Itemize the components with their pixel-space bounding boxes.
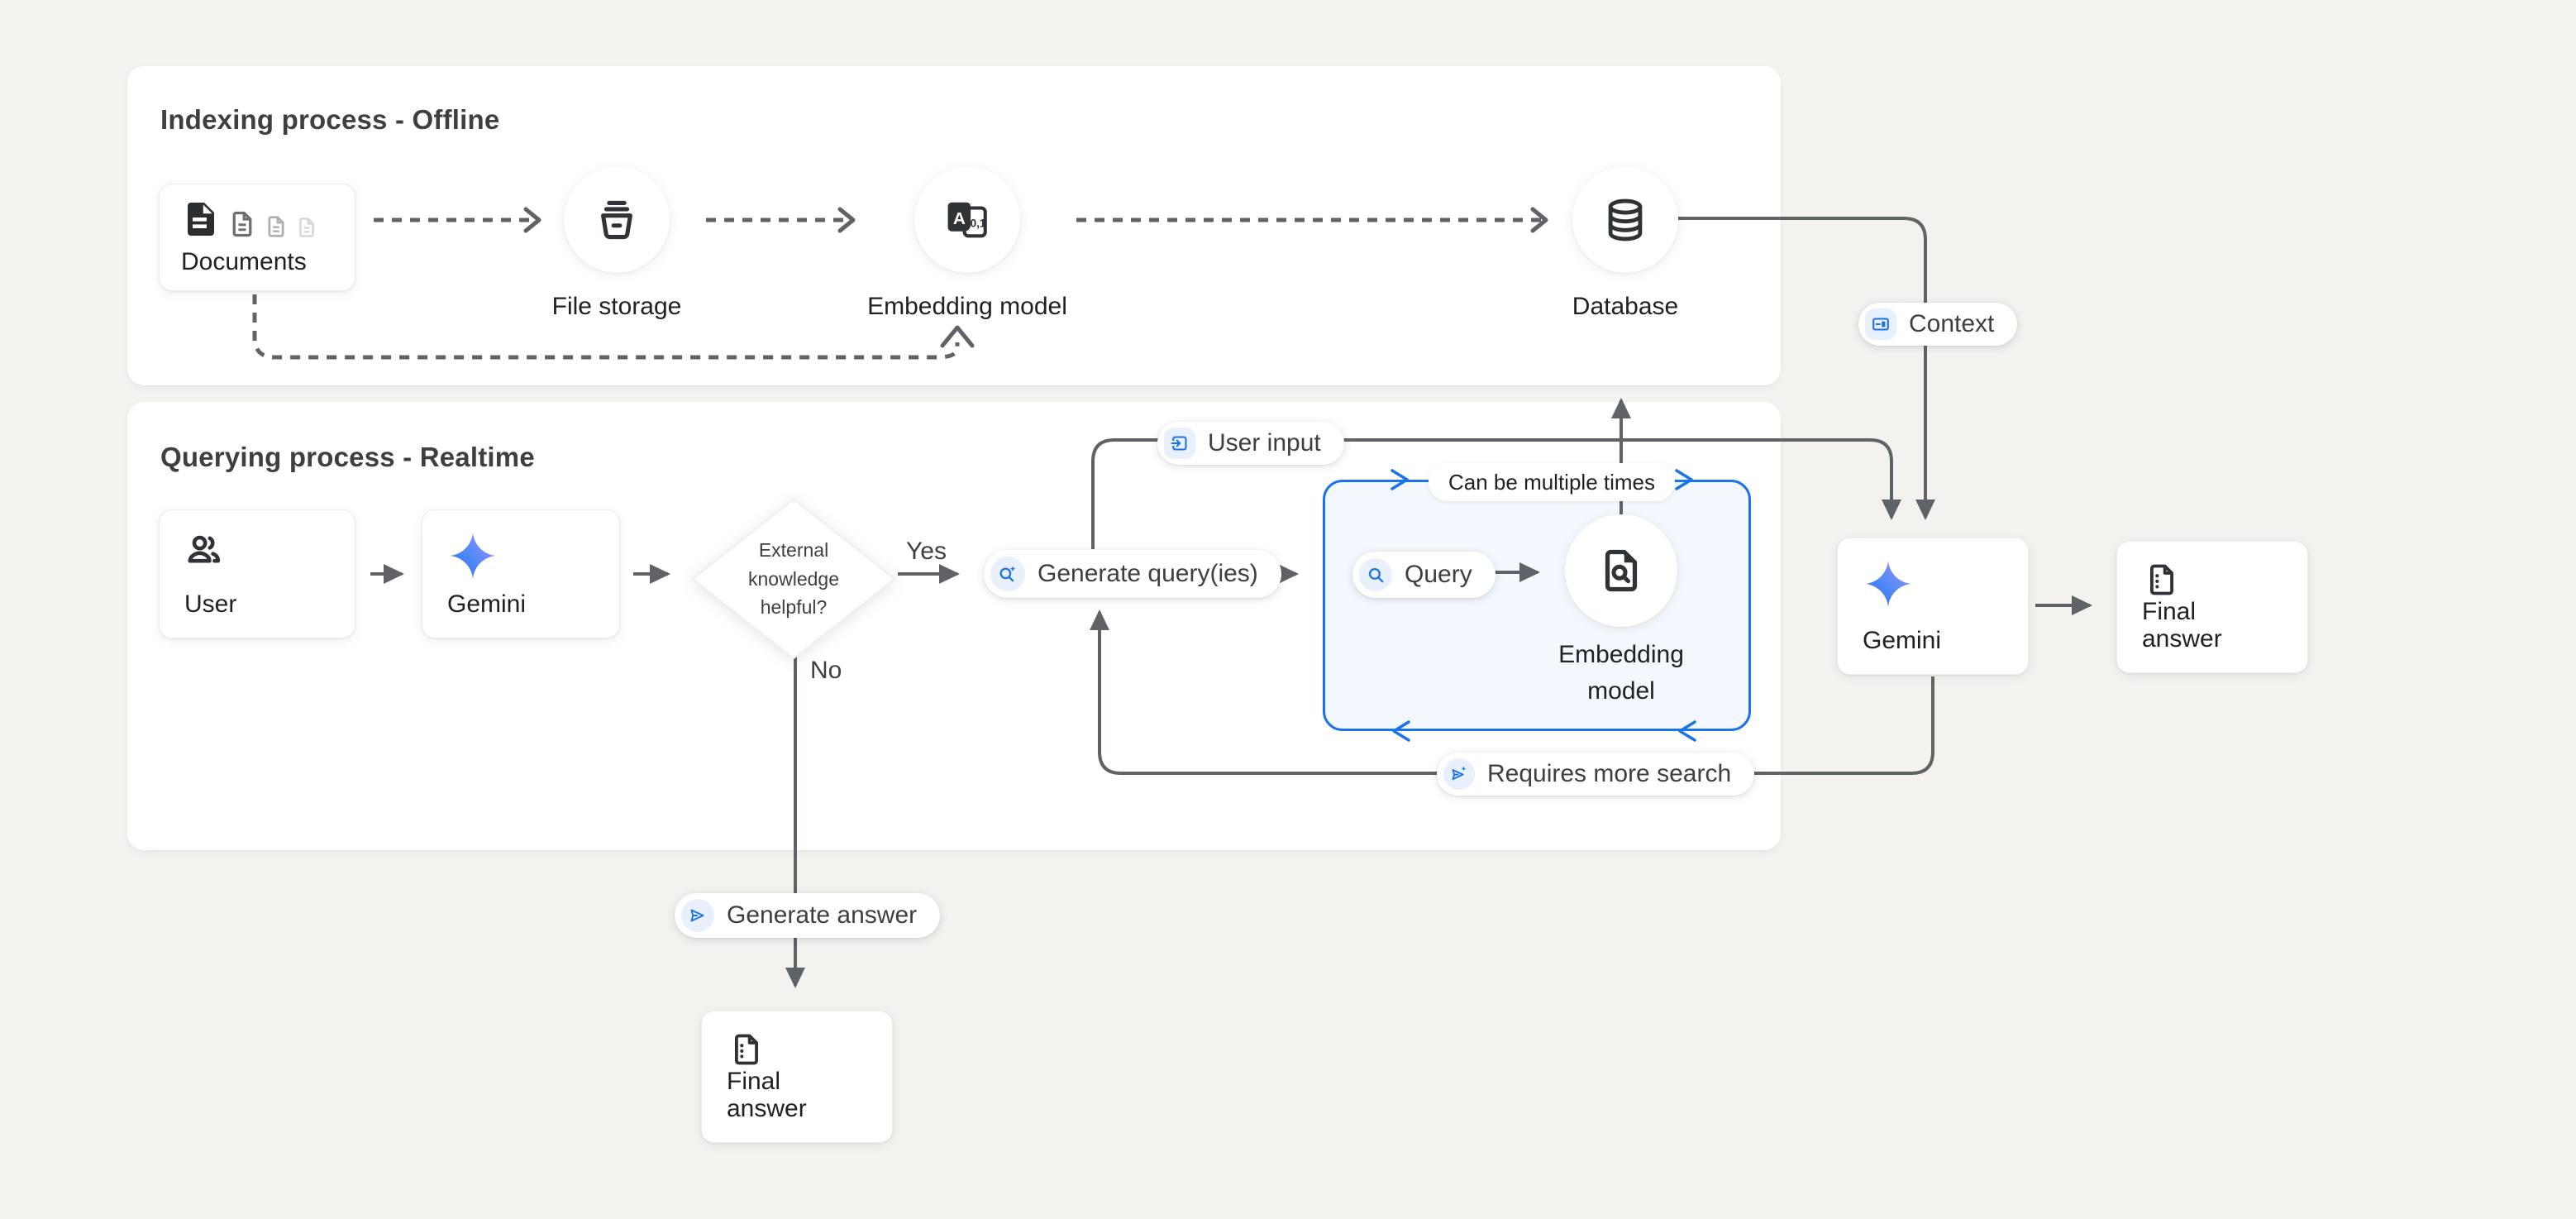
query-label: Query [1405,561,1472,589]
embedding-model-offline-label: Embedding model [864,293,1071,321]
querying-panel-title: Querying process - Realtime [160,442,535,473]
send-spark-icon [1443,758,1475,790]
gemini-answer-label: Gemini [1863,627,2003,654]
svg-text:A: A [953,209,966,228]
generate-queries-pill: Generate query(ies) [984,550,1281,598]
user-input-badge: User input [1157,422,1344,465]
documents-icon [181,199,333,239]
user-label: User [184,590,330,618]
requires-more-search-label: Requires more search [1487,760,1731,788]
svg-text:0,1: 0,1 [971,218,986,230]
generate-answer-badge: Generate answer [675,893,940,938]
gemini-query-card: Gemini [422,509,620,638]
send-icon [681,899,714,932]
yes-label: Yes [906,538,947,566]
file-storage-node [564,167,670,273]
documents-label: Documents [181,248,333,275]
file-storage-icon [593,196,641,244]
final-answer-direct-label: Final answer [727,1068,867,1122]
final-answer-label: Final answer [2142,598,2283,653]
file-storage-label: File storage [534,293,699,321]
final-answer-direct-card: Final answer [701,1011,893,1143]
search-icon [1359,558,1392,591]
database-icon [1601,196,1649,244]
embedding-model-realtime-label: Embedding model [1530,637,1712,709]
no-label: No [810,657,842,685]
input-icon [1164,428,1195,459]
documents-card: Documents [159,184,355,291]
user-group-icon [184,530,224,570]
user-card: User [159,509,355,638]
gemini-answer-card: Gemini [1837,538,2029,675]
database-label: Database [1543,293,1708,321]
gemini-icon [447,530,499,581]
gemini-icon [1863,558,1914,610]
final-answer-doc-icon [727,1031,766,1068]
generate-queries-label: Generate query(ies) [1038,560,1258,588]
generate-answer-label: Generate answer [727,901,917,930]
final-answer-card: Final answer [2116,541,2308,673]
embedding-model-offline-node: 0,1 A [914,167,1020,273]
context-label: Context [1909,310,1994,338]
context-badge: Context [1858,303,2017,346]
can-be-multiple-times-label: Can be multiple times [1429,463,1675,501]
database-node [1572,167,1678,273]
search-spark-icon [990,557,1025,591]
decision-label: External knowledge helpful? [727,536,860,622]
context-icon [1865,308,1896,340]
final-answer-doc-icon [2142,562,2182,598]
query-pill: Query [1352,552,1496,598]
requires-more-search-badge: Requires more search [1437,753,1754,796]
user-input-label: User input [1208,429,1321,457]
gemini-query-label: Gemini [447,590,594,618]
document-search-icon [1596,546,1646,595]
embedding-model-realtime-node [1565,514,1677,627]
embedding-model-icon: 0,1 A [943,196,991,244]
indexing-panel-title: Indexing process - Offline [160,104,499,136]
